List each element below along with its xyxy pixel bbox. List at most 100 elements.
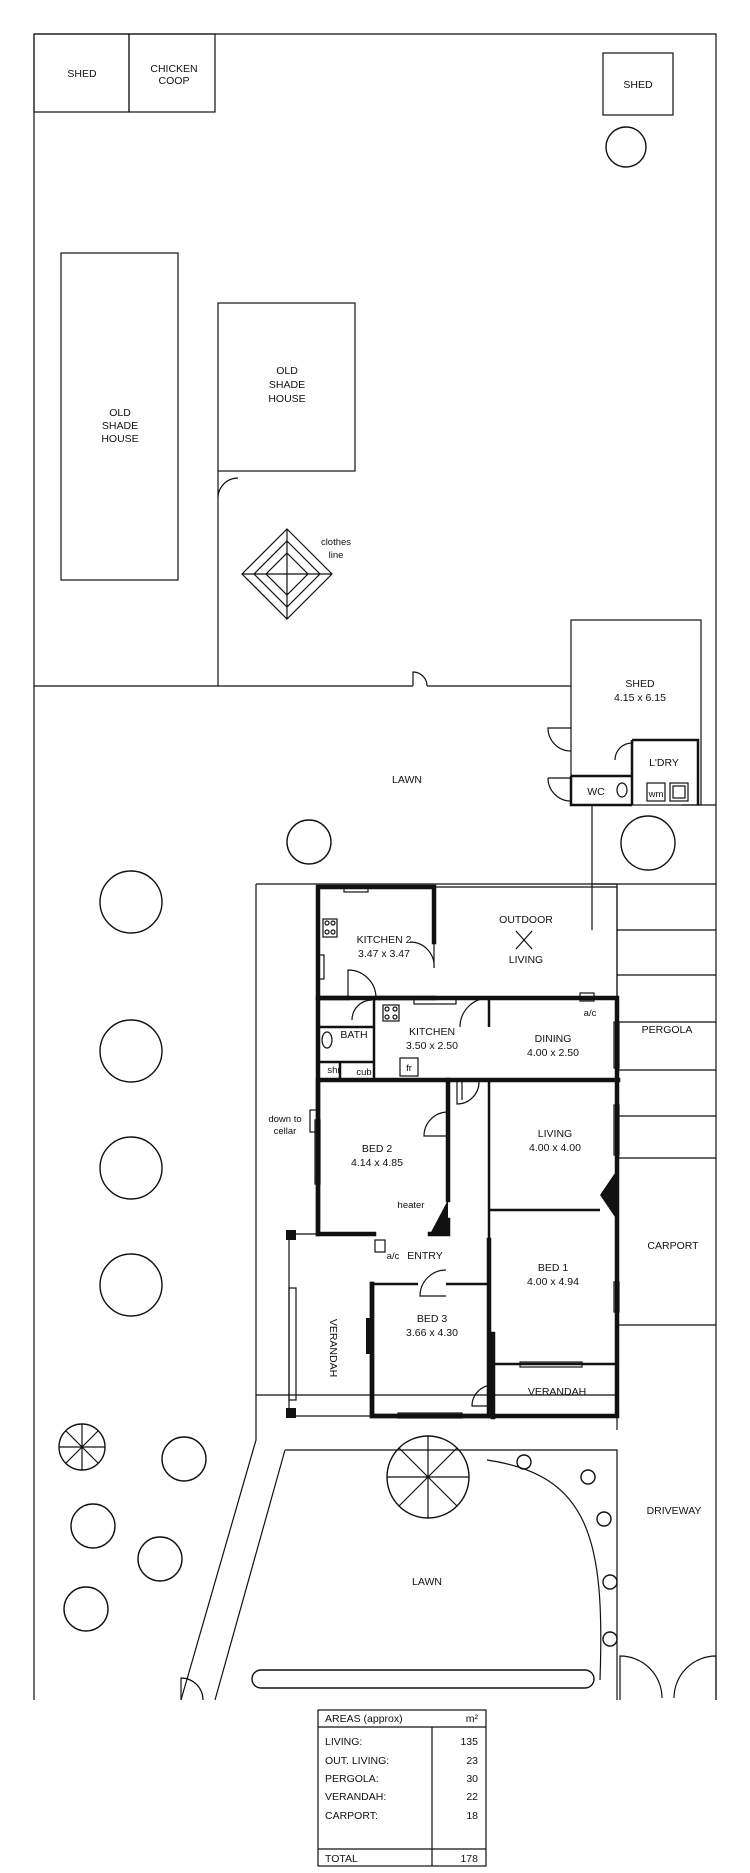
bed2-door [423, 1111, 449, 1137]
shrub-icon [516, 1454, 618, 1647]
kitchen2-window [318, 954, 325, 980]
old-shade-house-mid [217, 302, 356, 472]
chicken-coop-label-2: COOP [159, 75, 190, 87]
tree-icon [63, 126, 676, 1632]
driveway-label: DRIVEWAY [647, 1505, 702, 1517]
ceiling-fan-icon [515, 930, 533, 950]
hedge [251, 1669, 595, 1689]
pergola-lines [591, 884, 716, 1395]
verandah-post-top [286, 1230, 296, 1240]
verandah-front-label: VERANDAH [528, 1386, 586, 1398]
fireplace-icon [600, 1170, 617, 1220]
dining-size: 4.00 x 2.50 [527, 1047, 579, 1059]
pergola-label: PERGOLA [642, 1024, 693, 1036]
laundry-walls [571, 738, 700, 805]
hall-door-1 [456, 1080, 480, 1105]
areas-header-label: AREAS (approx) [325, 1713, 403, 1725]
fridge [399, 1057, 419, 1077]
cellar-label-2: cellar [274, 1126, 297, 1137]
outdoor-living-label-2: LIVING [509, 954, 543, 966]
dining-door [459, 997, 490, 1028]
shed-ne [602, 52, 674, 116]
kitchen2-label: KITCHEN 2 [357, 934, 412, 946]
bed1-size: 4.00 x 4.94 [527, 1276, 579, 1288]
clothes-line-icon [241, 528, 333, 620]
kitchen-cooktop-icon [382, 1004, 400, 1022]
kitchen2-door-top [343, 887, 369, 893]
verandah-post-bottom [286, 1408, 296, 1418]
kitchen2-size: 3.47 x 3.47 [358, 948, 410, 960]
lawn-back-label: LAWN [392, 774, 422, 786]
bed2-label: BED 2 [362, 1143, 393, 1155]
lawn-front-label: LAWN [412, 1576, 442, 1588]
areas-table: AREAS (approx) m² LIVING: 135 OUT. LIVIN… [317, 1709, 487, 1867]
areas-total-label: TOTAL [325, 1853, 358, 1865]
laundry-door [614, 742, 633, 761]
areas-total-value: 178 [460, 1853, 478, 1865]
chicken-coop [128, 33, 216, 113]
front-path [180, 1395, 618, 1701]
entry-ac [374, 1239, 386, 1253]
laundry-label: L'DRY [649, 757, 679, 769]
verandah-side-label: VERANDAH [327, 1319, 339, 1377]
washing-machine-label: wm [648, 789, 664, 800]
kitchen2-inner-door [409, 941, 435, 969]
kitchen-window [413, 998, 457, 1005]
front-gate [180, 1677, 204, 1701]
carport-label: CARPORT [647, 1240, 699, 1252]
dining-window [613, 1021, 620, 1069]
bed3-label: BED 3 [417, 1313, 448, 1325]
bed2-walls [315, 1077, 451, 1237]
divider-fence [34, 671, 571, 687]
kitchen-label: KITCHEN [409, 1026, 455, 1038]
old-shade-house-left [60, 252, 179, 581]
areas-row-value: 22 [466, 1791, 478, 1803]
areas-row-label: OUT. LIVING: [325, 1755, 389, 1767]
property-boundary [33, 33, 717, 1700]
wc-walls [569, 776, 632, 807]
old-shade-house-mid-label-3: HOUSE [268, 393, 305, 405]
bed3-size: 3.66 x 4.30 [406, 1327, 458, 1339]
living-label: LIVING [538, 1128, 572, 1140]
kitchen2-walls [315, 884, 437, 1001]
shed-large [570, 619, 702, 806]
entry-door [419, 1269, 447, 1297]
shed-large-size: 4.15 x 6.15 [614, 692, 666, 704]
areas-row-value: 30 [466, 1773, 478, 1785]
shed-nw-label: SHED [67, 68, 97, 80]
verandah-front-area [488, 1364, 618, 1417]
old-shade-house-mid-label: OLD [276, 365, 298, 377]
areas-row-label: LIVING: [325, 1736, 362, 1748]
round-tree-icon [58, 1423, 470, 1519]
cooktop-icon [322, 918, 338, 938]
heater-icon [430, 1200, 448, 1234]
areas-row-label: PERGOLA: [325, 1773, 379, 1785]
living-window [613, 1104, 620, 1156]
laundry-tub-inner [672, 785, 686, 799]
back-fence-gate [217, 471, 239, 686]
shed-side-door [547, 727, 572, 752]
old-shade-house-left-label: OLD [109, 407, 131, 419]
clothes-line-label-2: line [329, 550, 344, 561]
bed1-label: BED 1 [538, 1262, 569, 1274]
heater-label: heater [398, 1200, 425, 1211]
clothes-line-label: clothes [321, 537, 351, 548]
areas-row-value: 18 [466, 1810, 478, 1822]
verandah-front-door [471, 1384, 494, 1407]
entry-label: ENTRY [407, 1250, 442, 1262]
old-shade-house-mid-label-2: SHADE [269, 379, 305, 391]
shed-large-label: SHED [625, 678, 655, 690]
wc-door [547, 777, 572, 802]
driveway-gates [619, 1655, 717, 1700]
outdoor-living-label: OUTDOOR [499, 914, 553, 926]
toilet-icon [616, 782, 628, 798]
kitchen2-door [347, 969, 377, 999]
house-footprint [255, 883, 618, 1430]
areas-row-value: 135 [460, 1736, 478, 1748]
areas-row-label: VERANDAH: [325, 1791, 386, 1803]
bed3-fireplace [366, 1318, 374, 1354]
dining-ac-label: a/c [584, 1008, 597, 1019]
dining-ac [579, 992, 595, 1002]
entry-ac-label: a/c [387, 1251, 400, 1262]
chicken-coop-label: CHICKEN [150, 63, 197, 75]
